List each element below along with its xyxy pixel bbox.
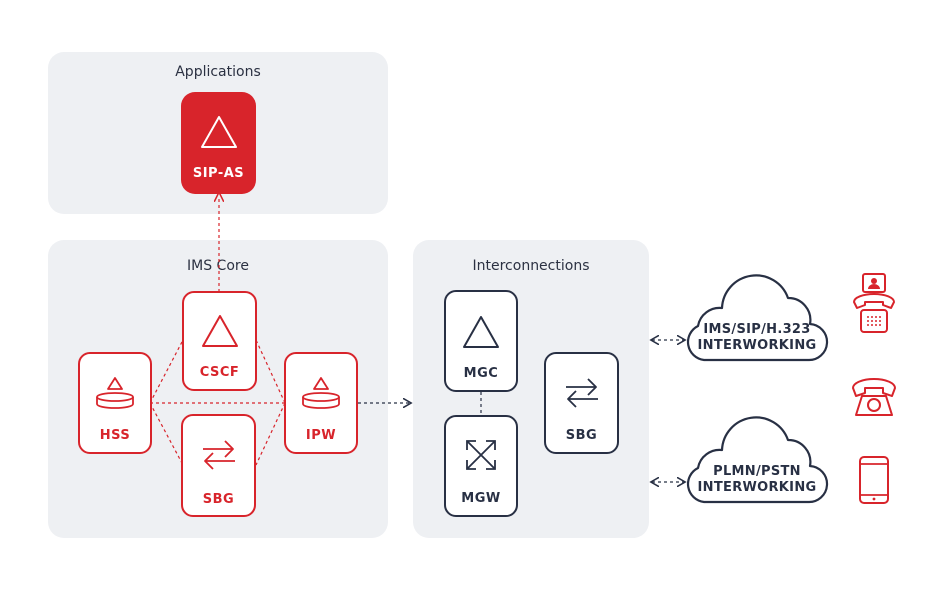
hss-sbg-link (149, 402, 184, 466)
cloud-icon (686, 274, 829, 362)
applications-title: Applications (175, 64, 261, 80)
hss-label: HSS (99, 428, 131, 443)
ipw-sbg-link (255, 402, 286, 466)
hss-node[interactable]: HSS (78, 352, 152, 454)
ipw-label: IPW (305, 428, 337, 443)
ipw-node[interactable]: IPW (284, 352, 358, 454)
ims-core-title: IMS Core (187, 258, 249, 274)
triangle-icon (201, 315, 238, 347)
ims-sip-cloud-label: IMS/SIP/H.323 INTERWORKING (684, 322, 830, 354)
sbg-core-label: SBG (202, 492, 235, 507)
rotary-phone-icon (852, 378, 896, 416)
swap-arrows-icon (565, 378, 598, 408)
plmn-pstn-cloud-label: PLMN/PSTN INTERWORKING (684, 464, 830, 496)
expand-arrows-icon (466, 440, 496, 470)
ims-sip-cloud-line2: INTERWORKING (697, 338, 817, 353)
sbg-core-node[interactable]: SBG (181, 414, 256, 517)
triangle-icon (200, 116, 237, 148)
cloud-icon (686, 416, 829, 504)
cscf-label: CSCF (199, 365, 240, 380)
interconnections-title: Interconnections (472, 258, 590, 274)
ims-sip-cloud-line1: IMS/SIP/H.323 (703, 322, 811, 337)
sip-as-label: SIP-AS (192, 166, 245, 181)
mobile-phone-icon (859, 456, 889, 504)
desk-phone-icon (853, 273, 895, 333)
mgw-node[interactable]: MGW (444, 415, 518, 517)
triangle-icon (463, 316, 499, 348)
hss-cscf-link (149, 339, 184, 404)
cscf-node[interactable]: CSCF (182, 291, 257, 391)
database-icon (96, 377, 134, 409)
database-icon (302, 377, 340, 409)
mgc-label: MGC (463, 366, 499, 381)
plmn-pstn-cloud: PLMN/PSTN INTERWORKING (684, 414, 830, 506)
sip-as-node[interactable]: SIP-AS (181, 92, 256, 194)
plmn-pstn-cloud-line2: INTERWORKING (697, 480, 817, 495)
mgc-node[interactable]: MGC (444, 290, 518, 392)
plmn-pstn-cloud-line1: PLMN/PSTN (713, 464, 801, 479)
mgw-label: MGW (461, 491, 501, 506)
swap-arrows-icon (202, 440, 235, 470)
ims-sip-cloud: IMS/SIP/H.323 INTERWORKING (684, 272, 830, 364)
sbg-inter-node[interactable]: SBG (544, 352, 619, 454)
ipw-cscf-link (255, 339, 286, 404)
sbg-inter-label: SBG (565, 428, 598, 443)
